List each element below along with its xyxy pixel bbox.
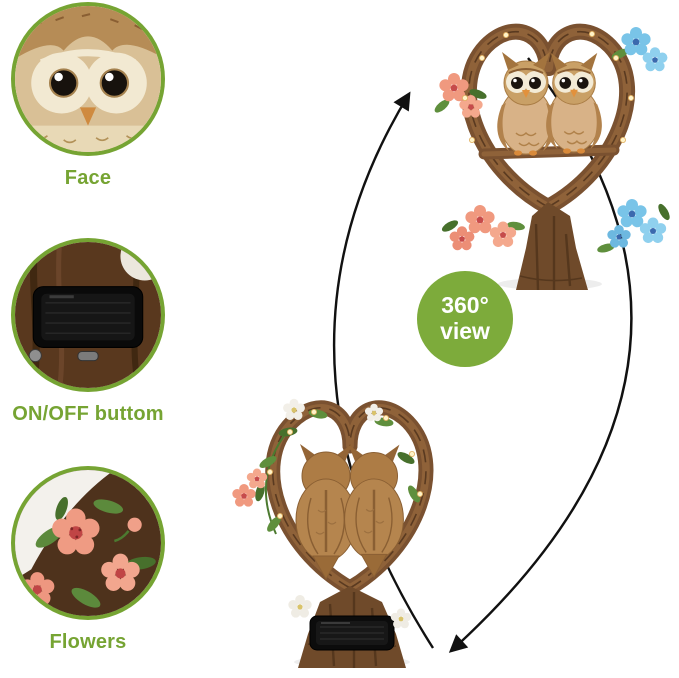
callout-face-label: Face	[64, 167, 112, 189]
owl-face-photo	[11, 2, 165, 156]
solar-panel-button-photo	[11, 238, 165, 392]
tree-trunk	[498, 202, 602, 290]
string-lights	[462, 30, 634, 143]
owl-feet	[514, 148, 585, 156]
callout-flowers: Flowers	[0, 466, 176, 653]
pink-flowers	[232, 468, 268, 507]
on-off-button	[28, 348, 42, 363]
solar-panel	[309, 615, 395, 651]
front-view-photo	[420, 2, 676, 290]
badge-view-label: view	[440, 318, 490, 344]
back-view-photo	[224, 376, 476, 668]
white-flowers	[283, 398, 412, 629]
rotation-badge: 360° view	[417, 271, 513, 367]
pink-flowers	[439, 73, 517, 251]
callout-face: Face	[0, 2, 176, 189]
perch-branch	[478, 144, 620, 160]
blue-flowers	[607, 27, 668, 248]
callout-flowers-label: Flowers	[49, 631, 127, 653]
string-lights	[267, 409, 423, 519]
badge-degrees: 360°	[441, 292, 489, 319]
callout-on-off-button: ON/OFF buttom	[0, 238, 176, 425]
flowers-photo	[11, 466, 165, 620]
callout-on-off-label: ON/OFF buttom	[12, 403, 164, 425]
solar-panel	[32, 286, 144, 348]
